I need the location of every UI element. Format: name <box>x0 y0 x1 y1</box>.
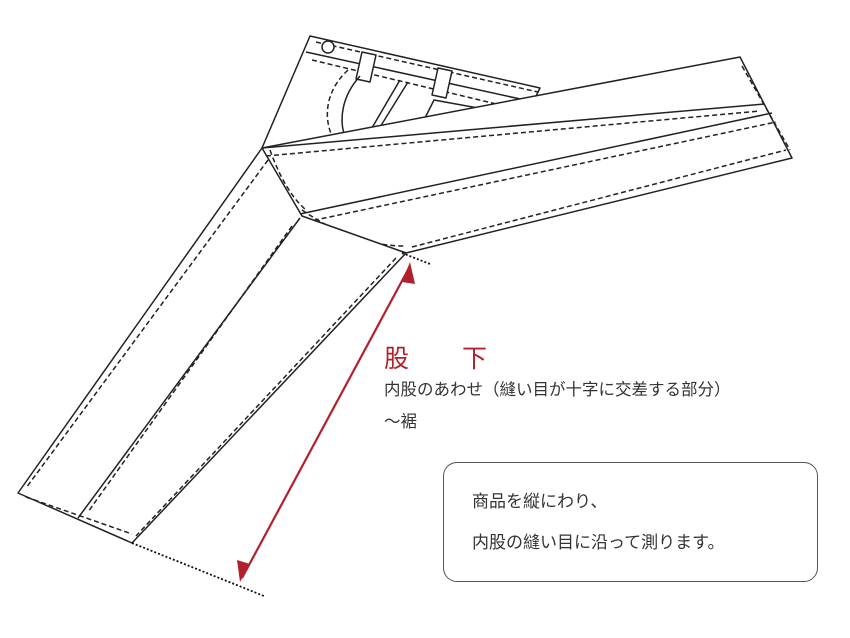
belt-loop <box>355 51 453 99</box>
note-line-2: 内股の縫い目に沿って測ります。 <box>472 533 725 553</box>
measurement-description-line1: 内股のあわせ（縫い目が十字に交差する部分） <box>384 380 731 399</box>
note-box: 商品を縦にわり、 内股の縫い目に沿って測ります。 <box>443 462 818 582</box>
measurement-description-line2: ～裾 <box>384 412 417 431</box>
inseam-measure-arrow <box>237 262 415 582</box>
button-icon <box>321 40 335 54</box>
note-line-1: 商品を縦にわり、 <box>472 492 608 512</box>
inseam-guide-lines <box>131 252 431 597</box>
right-leg <box>261 56 793 254</box>
measurement-title: 股 下 <box>384 344 502 373</box>
left-leg <box>17 147 407 544</box>
